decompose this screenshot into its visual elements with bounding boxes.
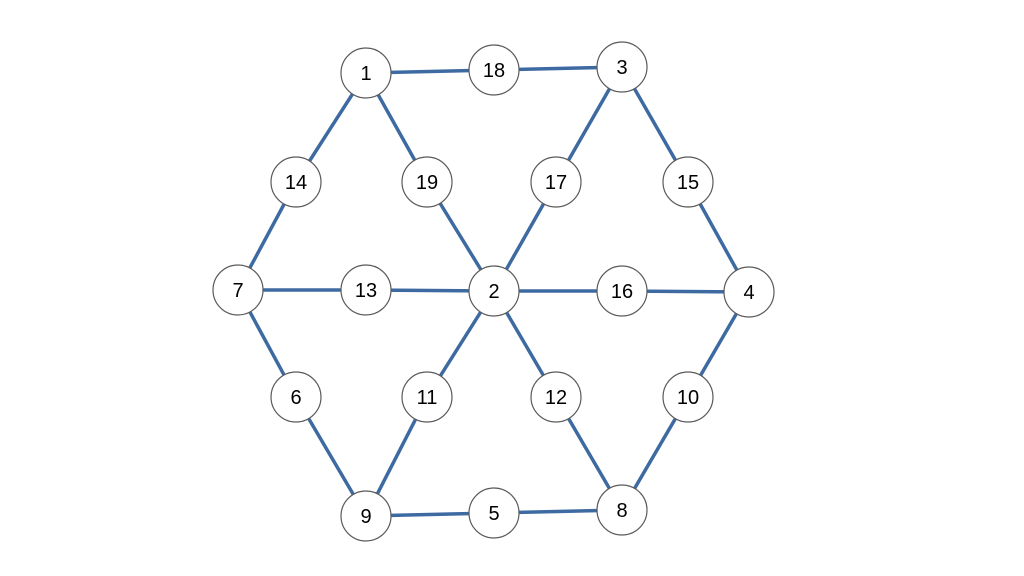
node-label: 9 — [360, 506, 371, 528]
node-circle — [270, 371, 322, 423]
node-label: 3 — [616, 57, 627, 79]
node-label: 2 — [488, 281, 499, 303]
node-circle — [468, 265, 520, 317]
node-8: 8 — [596, 484, 648, 536]
node-circle — [468, 487, 520, 539]
node-label: 15 — [677, 172, 699, 194]
node-label: 16 — [611, 281, 633, 303]
node-label: 12 — [545, 387, 567, 409]
node-16: 16 — [596, 265, 648, 317]
node-circle — [340, 264, 392, 316]
node-circle — [270, 156, 322, 208]
node-label: 1 — [360, 63, 371, 85]
node-circle — [530, 371, 582, 423]
node-circle — [596, 265, 648, 317]
node-label: 19 — [416, 172, 438, 194]
node-label: 13 — [355, 280, 377, 302]
node-circle — [530, 156, 582, 208]
node-1: 1 — [340, 47, 392, 99]
node-label: 11 — [417, 387, 438, 409]
node-label: 18 — [483, 60, 505, 82]
node-label: 7 — [232, 280, 243, 302]
node-label: 4 — [743, 282, 754, 304]
node-15: 15 — [662, 156, 714, 208]
node-5: 5 — [468, 487, 520, 539]
node-10: 10 — [662, 371, 714, 423]
node-13: 13 — [340, 264, 392, 316]
node-9: 9 — [340, 490, 392, 542]
node-6: 6 — [270, 371, 322, 423]
node-circle — [401, 156, 453, 208]
node-circle — [662, 371, 714, 423]
node-17: 17 — [530, 156, 582, 208]
node-circle — [212, 264, 264, 316]
node-12: 12 — [530, 371, 582, 423]
node-label: 17 — [545, 172, 567, 194]
node-circle — [468, 44, 520, 96]
node-circle — [662, 156, 714, 208]
node-14: 14 — [270, 156, 322, 208]
node-label: 6 — [290, 387, 301, 409]
node-circle — [401, 371, 453, 423]
node-label: 5 — [488, 503, 499, 525]
node-7: 7 — [212, 264, 264, 316]
node-circle — [596, 41, 648, 93]
node-4: 4 — [723, 266, 775, 318]
node-label: 8 — [616, 500, 627, 522]
node-circle — [340, 490, 392, 542]
node-label: 10 — [677, 387, 699, 409]
node-circle — [723, 266, 775, 318]
node-18: 18 — [468, 44, 520, 96]
node-3: 3 — [596, 41, 648, 93]
node-label: 14 — [285, 172, 307, 194]
node-11: 11 — [401, 371, 453, 423]
node-circle — [340, 47, 392, 99]
node-19: 19 — [401, 156, 453, 208]
node-circle — [596, 484, 648, 536]
node-2: 2 — [468, 265, 520, 317]
